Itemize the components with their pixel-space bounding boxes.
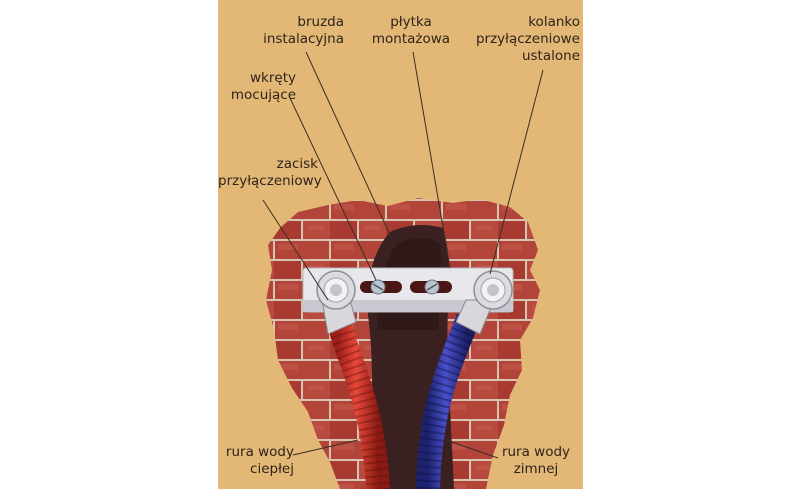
label-plytka-montazowa: płytka montażowa (371, 14, 451, 47)
label-rura-wody-cieplej: rura wody ciepłej (225, 444, 294, 477)
leader-wkrety (289, 97, 377, 281)
illustration-panel: bruzda instalacyjna płytka montażowa kol… (218, 0, 583, 489)
installation-illustration (262, 51, 544, 489)
label-zacisk-przylaczeniowy: zacisk przyłączeniowy (218, 156, 322, 189)
leader-zacisk (262, 199, 329, 301)
leader-lines (262, 51, 544, 459)
hot-connection-elbow (316, 270, 357, 335)
label-wkrety-mocujace: wkręty mocujące (230, 70, 296, 103)
leader-rura-ciepla (292, 439, 359, 456)
leader-plytka (412, 51, 451, 269)
label-rura-wody-zimnej: rura wody zimnej (501, 444, 571, 477)
mounting-screws (370, 279, 440, 295)
leader-bruzda (305, 51, 397, 249)
label-bruzda-instalacyjna: bruzda instalacyjna (263, 14, 344, 47)
leader-kolanko (489, 69, 544, 275)
cold-connection-elbow (455, 270, 513, 335)
leader-rura-zimna (445, 439, 499, 459)
cold-water-pipe (416, 313, 480, 489)
label-kolanko-przylaczeniowe: kolanko przyłączeniowe ustalone (475, 14, 580, 64)
hot-water-pipe (326, 316, 390, 489)
